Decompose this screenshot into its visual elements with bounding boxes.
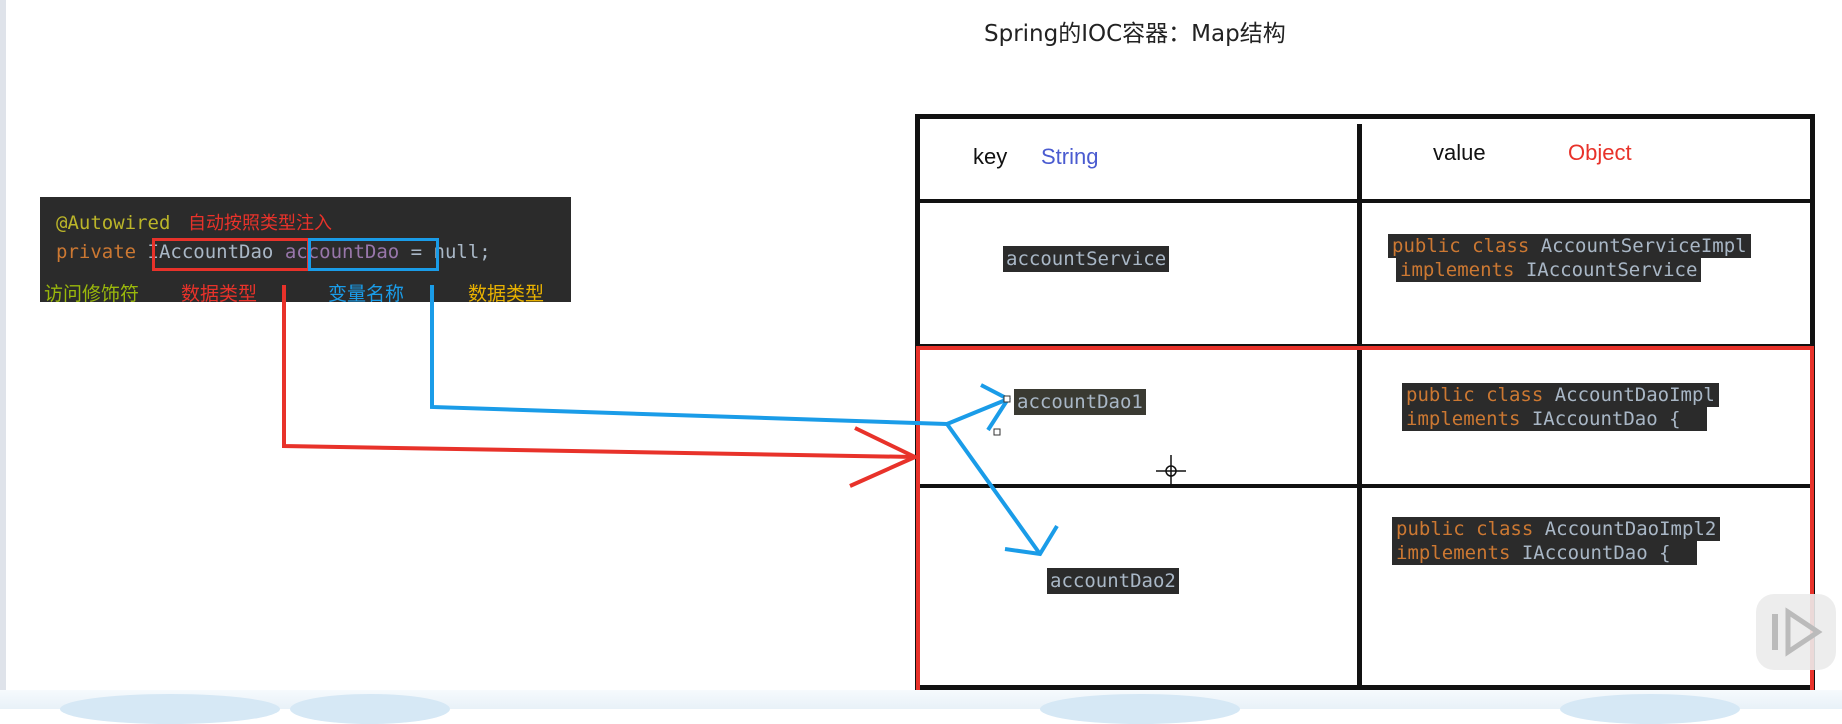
value-kw: implements (1400, 259, 1526, 281)
diagram-title: Spring的IOC容器：Map结构 (984, 21, 1286, 47)
header-key-type: String (1041, 144, 1099, 169)
selection-handle (993, 428, 1001, 436)
cloud-decoration (290, 694, 450, 724)
value-kw: public class (1396, 518, 1545, 540)
code-snippet: @Autowired 自动按照类型注入 private IAccountDao … (40, 197, 571, 305)
header-key: key (973, 144, 1008, 169)
red-arrowhead (849, 426, 920, 488)
bottom-decoration (0, 690, 1842, 709)
value-kw: implements (1396, 542, 1522, 564)
red-arrow-line (282, 285, 916, 459)
column-divider (1357, 124, 1362, 690)
annotation-autowired: @Autowired (56, 212, 171, 234)
crosshair-cursor-icon (1156, 455, 1186, 486)
cloud-decoration (1040, 694, 1240, 724)
header-value: value (1433, 140, 1486, 165)
label-datatype: 数据类型 (181, 283, 258, 305)
variable-name: accountDao (284, 241, 400, 263)
modifier-keyword: private (56, 241, 137, 263)
value-iface: IAccountDao { (1531, 408, 1681, 430)
key-account-dao2: accountDao2 (1047, 568, 1179, 594)
value-kw: public class (1406, 384, 1555, 406)
cloud-decoration (60, 694, 280, 724)
cloud-decoration (1560, 694, 1740, 724)
value-account-dao2: public class AccountDaoImpl2 implements … (1392, 517, 1721, 565)
label-modifier: 访问修饰符 (44, 283, 140, 305)
value-kw: implements (1406, 408, 1532, 430)
type-name: IAccountDao (147, 241, 274, 263)
row-divider-2 (915, 484, 1815, 488)
selection-handle (1003, 395, 1011, 403)
header-value-type: Object (1568, 140, 1632, 165)
label-varname: 变量名称 (328, 283, 405, 305)
field-declaration: private IAccountDao accountDao = null; (56, 241, 491, 263)
blue-arrow-line (430, 285, 948, 426)
blue-branch-2 (945, 422, 1042, 556)
value-class: AccountDaoImpl2 (1544, 518, 1717, 540)
blue-arrowhead-2 (1004, 524, 1059, 557)
label-datatype-2: 数据类型 (468, 283, 545, 305)
key-account-service: accountService (1003, 246, 1170, 272)
annotation-note: 自动按照类型注入 (188, 213, 332, 234)
blue-branch-1 (946, 397, 1009, 426)
key-account-dao1: accountDao1 (1014, 389, 1146, 415)
value-account-service: public class AccountServiceImpl implemen… (1388, 234, 1751, 282)
initializer: = null; (399, 241, 491, 263)
value-kw: public class (1392, 235, 1541, 257)
value-class: AccountServiceImpl (1540, 235, 1747, 257)
arrow-overlay (282, 285, 1186, 557)
left-edge (0, 0, 6, 709)
play-icon (1772, 607, 1823, 657)
value-iface: IAccountDao { (1521, 542, 1671, 564)
value-account-dao1: public class AccountDaoImpl implements I… (1402, 383, 1719, 431)
value-class: AccountDaoImpl (1554, 384, 1715, 406)
value-iface: IAccountService (1525, 259, 1698, 281)
name-highlight-box (308, 238, 439, 271)
video-play-button[interactable] (1756, 594, 1836, 670)
header-divider (915, 199, 1815, 203)
